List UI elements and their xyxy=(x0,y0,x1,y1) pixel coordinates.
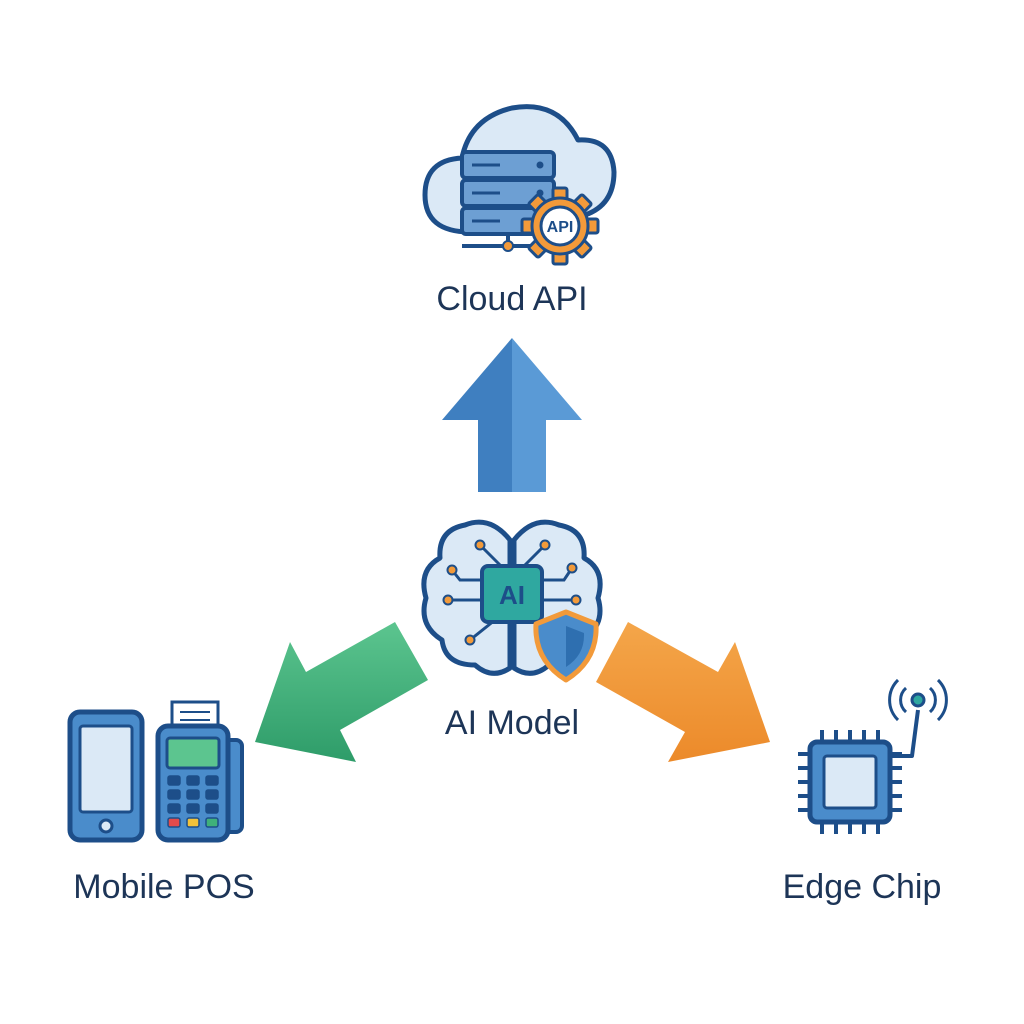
arrow-to-cloud xyxy=(442,338,582,492)
api-badge-text: API xyxy=(547,219,574,236)
brain-icon: AI xyxy=(421,519,603,683)
shield-icon xyxy=(533,609,599,683)
smartphone-icon xyxy=(67,709,145,843)
api-gear-icon: API xyxy=(520,186,600,266)
cloud-server-icon: API xyxy=(422,104,617,266)
antenna-signal-icon xyxy=(888,678,948,758)
mobile-pos-label: Mobile POS xyxy=(73,868,254,906)
cloud-api-label: Cloud API xyxy=(436,280,587,318)
ai-chip-text: AI xyxy=(499,580,525,610)
ai-chip-icon: AI xyxy=(480,564,544,624)
edge-chip-label: Edge Chip xyxy=(783,868,942,906)
arrow-to-pos xyxy=(255,622,428,762)
ai-model-label: AI Model xyxy=(445,704,579,742)
card-terminal-icon xyxy=(155,700,244,843)
microchip-icon xyxy=(798,730,902,834)
arrow-to-edge xyxy=(596,622,770,762)
